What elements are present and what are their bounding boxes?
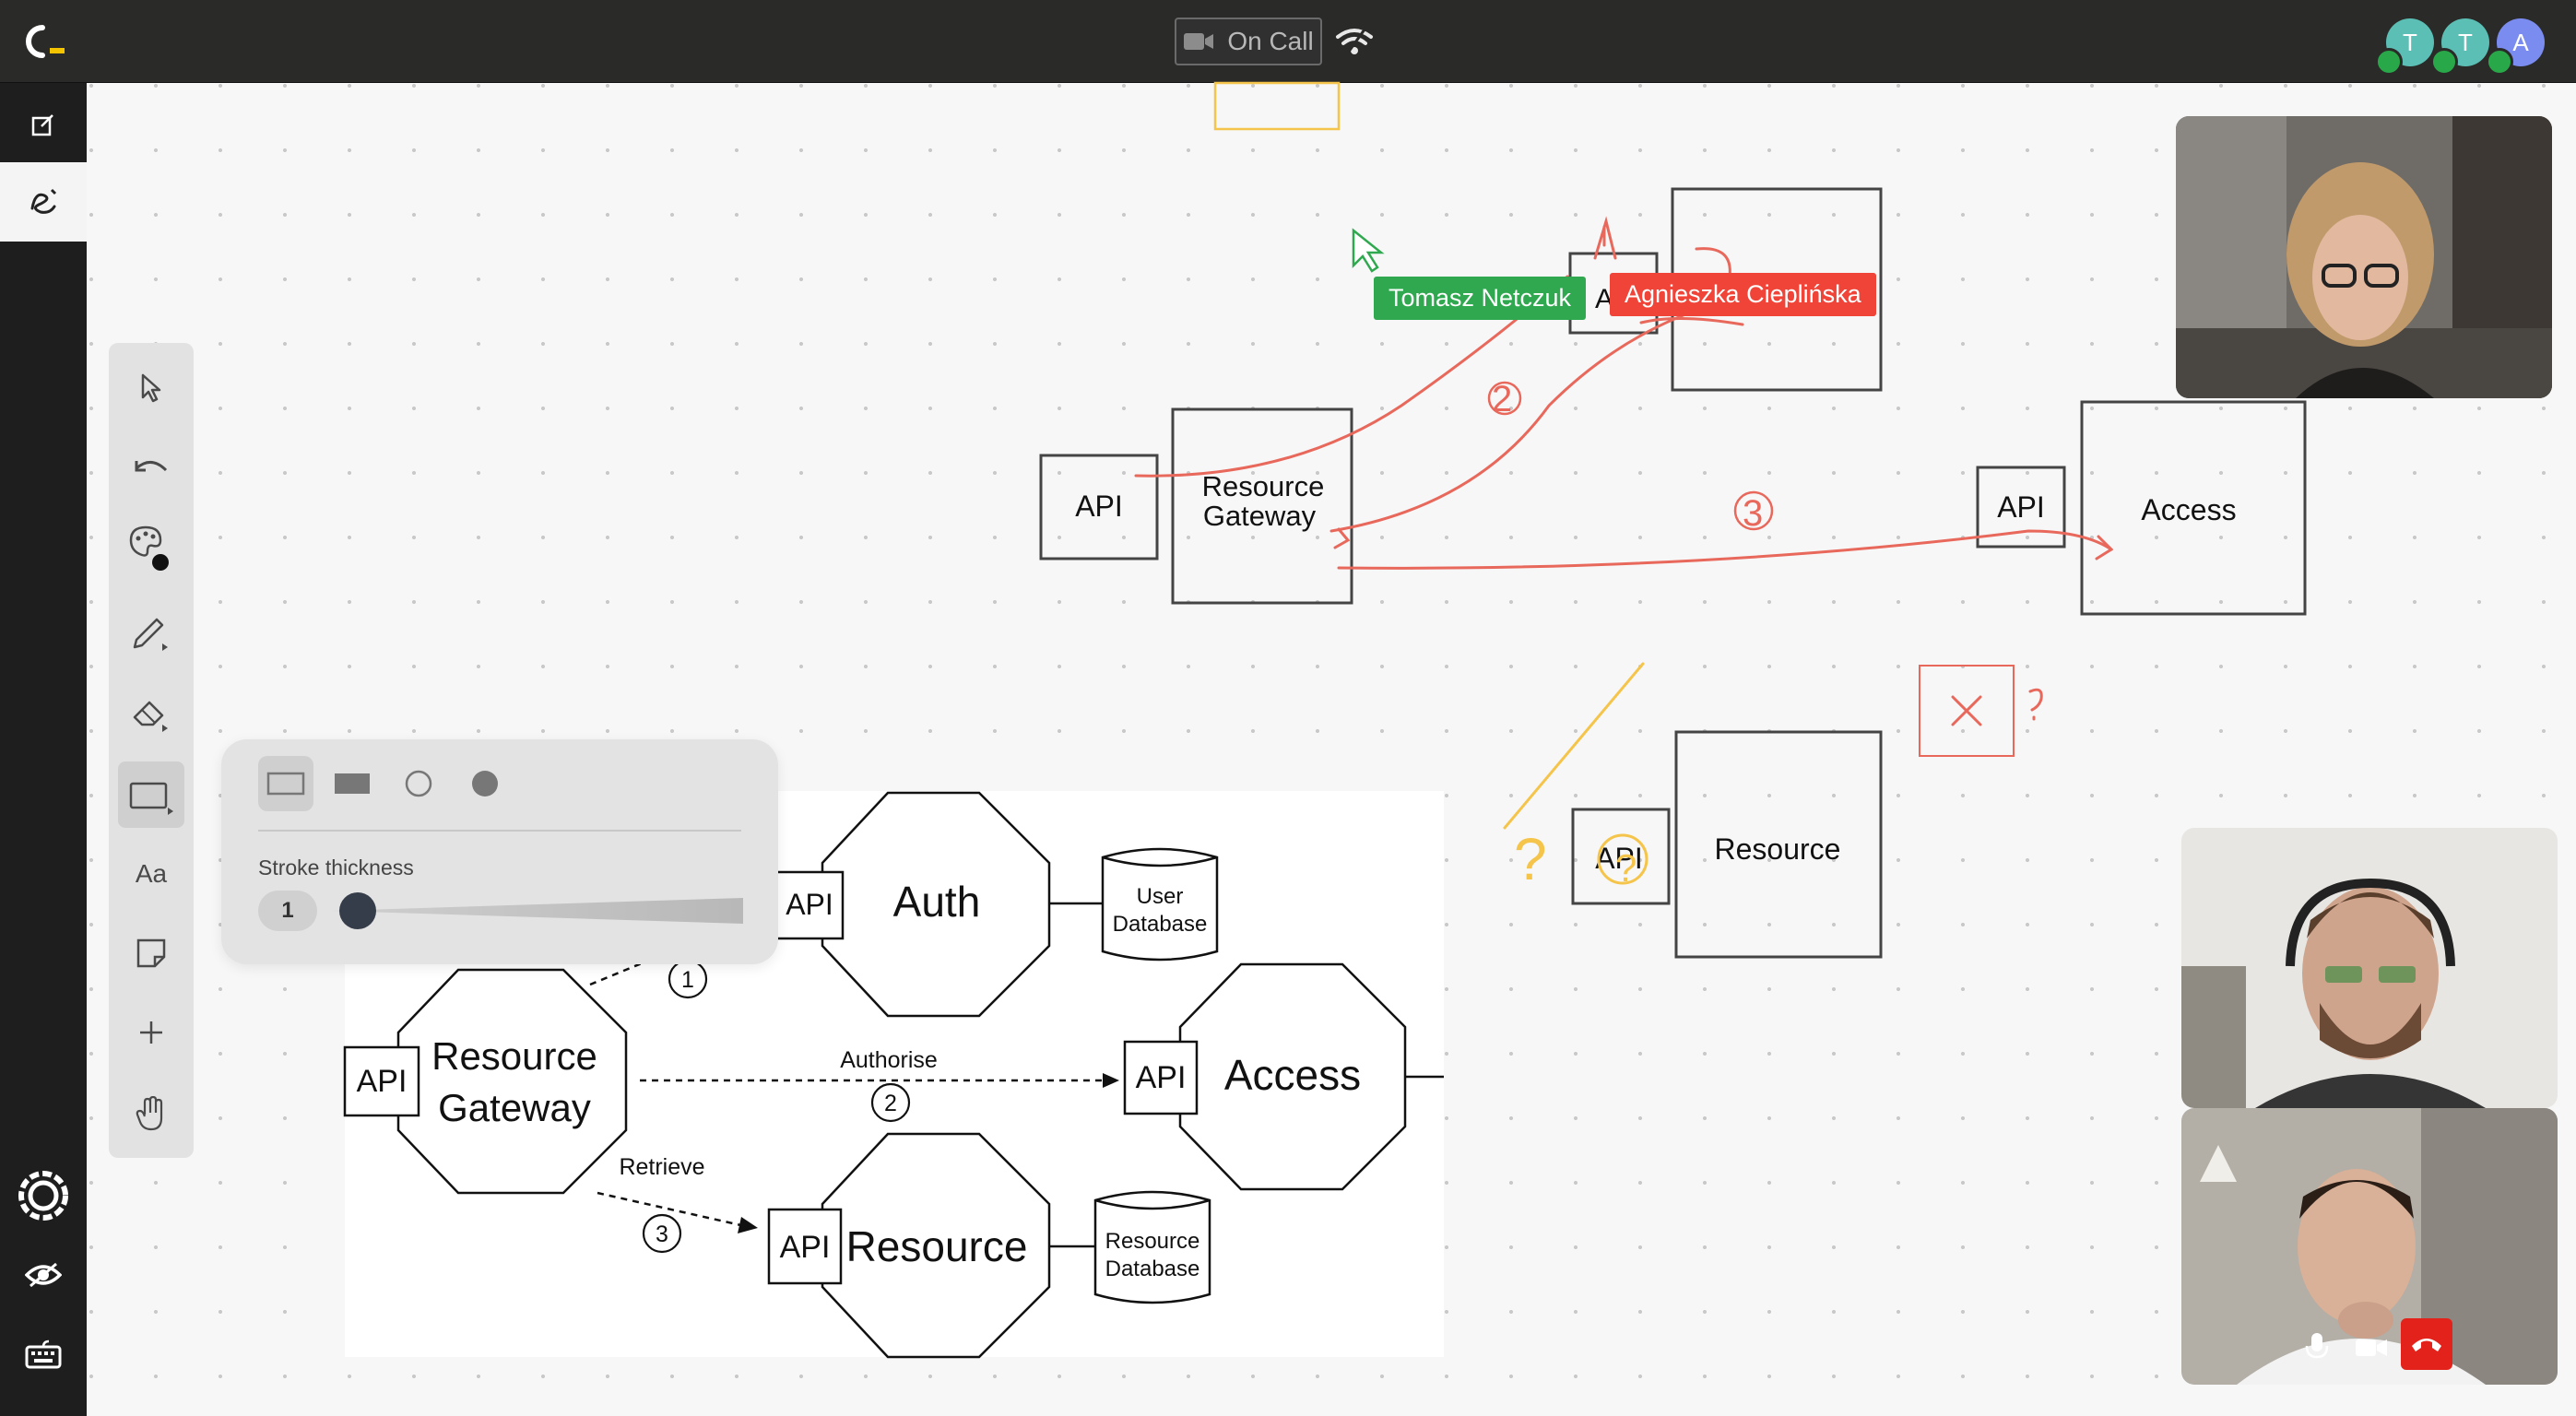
app-logo[interactable]	[17, 20, 72, 63]
retrieve-label: Retrieve	[619, 1154, 704, 1180]
participant-video-feed	[2176, 116, 2552, 398]
visibility-toggle-icon[interactable]	[0, 1235, 87, 1315]
resource-gateway-box[interactable]	[1171, 407, 1353, 605]
gateway-octagon	[396, 968, 628, 1195]
resource-database-label: Resource	[1105, 1229, 1200, 1254]
annotation-number-2: 2	[1492, 379, 1512, 419]
gateway-label: Resource	[431, 1034, 597, 1078]
api-box-label: API	[1075, 490, 1123, 523]
step-1-label: 1	[681, 967, 694, 993]
sidebar	[0, 83, 87, 1416]
on-call-indicator[interactable]: On Call	[1175, 18, 1322, 65]
access-label: Access	[1224, 1051, 1361, 1099]
cursor-name-tag: Tomasz Netczuk	[1374, 277, 1587, 320]
auth-api-label: API	[786, 888, 833, 921]
pencil-icon[interactable]	[118, 597, 184, 664]
access-box-label: Access	[2141, 493, 2236, 526]
hang-up-button[interactable]	[2401, 1318, 2452, 1370]
participant-video-feed	[2181, 1108, 2558, 1385]
participant-avatar[interactable]: T	[2441, 18, 2489, 66]
resource-box-label: Resource	[1715, 832, 1841, 866]
phone-icon	[2430, 48, 2458, 76]
whiteboard-icon[interactable]	[0, 162, 87, 242]
circle-outline-option-icon[interactable]	[391, 756, 446, 811]
rectangle-outline-option-icon[interactable]	[258, 756, 313, 811]
connection-icon[interactable]	[1335, 26, 1374, 57]
gateway-api-label: API	[357, 1064, 408, 1099]
camera-toggle-icon[interactable]	[2355, 1337, 2388, 1359]
edit-icon[interactable]	[0, 86, 87, 165]
participant-video-feed	[2181, 828, 2558, 1108]
phone-icon	[2486, 48, 2513, 76]
video-camera-icon	[1184, 33, 1214, 50]
participant-video-tomasz[interactable]	[2181, 828, 2558, 1108]
participant-video-self[interactable]	[2181, 1108, 2558, 1385]
sticky-note-icon[interactable]	[118, 920, 184, 986]
yellow-annotations[interactable]	[1503, 662, 1648, 885]
hang-up-phone-icon	[2412, 1339, 2441, 1351]
cursor-pointer-icon	[1352, 228, 1385, 273]
microphone-icon[interactable]	[2303, 1331, 2331, 1363]
resource-api-box	[767, 1208, 843, 1285]
resource-label: Resource	[846, 1222, 1028, 1270]
gateway-api-box	[343, 1045, 420, 1117]
settings-gear-icon[interactable]	[0, 1156, 87, 1235]
auth-api-box	[774, 870, 845, 940]
shape-options-panel: Stroke thickness 1	[221, 739, 778, 964]
annotation-number-3: 3	[1743, 493, 1763, 534]
cursor-name-tag: Agnieszka Cieplińska	[1610, 273, 1876, 316]
step-2-label: 2	[884, 1091, 897, 1116]
undo-icon[interactable]	[118, 435, 184, 502]
resource-database-label-2: Database	[1105, 1257, 1200, 1281]
api-box[interactable]	[1039, 454, 1159, 560]
keyboard-shortcuts-icon[interactable]	[0, 1315, 87, 1394]
resource-database-cylinder	[1093, 1190, 1211, 1304]
api-box[interactable]	[1571, 808, 1671, 905]
gateway-label-2: Gateway	[438, 1086, 591, 1129]
access-api-label: API	[1136, 1060, 1187, 1095]
user-database-label-2: Database	[1113, 912, 1208, 937]
drawing-toolbar: Aa	[109, 343, 194, 1158]
participant-video-agnieszka[interactable]	[2176, 116, 2552, 398]
hand-pan-icon[interactable]	[118, 1080, 184, 1147]
rectangle-tool-icon[interactable]	[118, 761, 184, 828]
panel-divider	[258, 830, 741, 832]
stroke-thickness-slider[interactable]	[332, 898, 743, 924]
stroke-thickness-label: Stroke thickness	[258, 856, 414, 879]
select-pointer-icon[interactable]	[118, 354, 184, 420]
phone-icon	[2375, 48, 2403, 76]
api-box[interactable]	[1976, 466, 2066, 549]
call-status-label: On Call	[1227, 27, 1314, 55]
color-palette-icon[interactable]	[118, 514, 184, 581]
annotation-circle	[1733, 490, 1774, 531]
stroke-thickness-slider-handle[interactable]	[339, 892, 376, 929]
participant-avatar[interactable]: T	[2386, 18, 2434, 66]
question-mark: ?	[1514, 826, 1547, 892]
api-box-label: API	[1997, 490, 2045, 524]
resource-gateway-label-2: Gateway	[1203, 500, 1317, 532]
user-database-label: User	[1137, 884, 1184, 909]
add-plus-icon[interactable]	[118, 999, 184, 1066]
circle-filled-option-icon[interactable]	[457, 756, 513, 811]
access-box[interactable]	[2080, 400, 2307, 616]
video-controls	[2290, 1318, 2511, 1374]
resource-gateway-label: Resource	[1202, 470, 1325, 502]
auth-label: Auth	[893, 878, 981, 926]
user-database-cylinder	[1101, 847, 1219, 962]
small-api-label: A	[1595, 284, 1613, 314]
step-3-label: 3	[656, 1221, 668, 1247]
rectangle-filled-option-icon[interactable]	[325, 756, 380, 811]
resource-box[interactable]	[1674, 730, 1883, 959]
resource-api-label: API	[780, 1230, 831, 1265]
stroke-thickness-value: 1	[258, 891, 317, 931]
top-bar: On Call T T A	[0, 0, 2576, 83]
yellow-rectangle[interactable]	[1213, 81, 1341, 131]
question-mark: ?	[1615, 846, 1637, 890]
access-api-box	[1123, 1040, 1199, 1115]
annotation-circle	[1487, 381, 1522, 416]
text-tool[interactable]: Aa	[135, 859, 168, 888]
authorise-label: Authorise	[840, 1047, 938, 1073]
eraser-icon[interactable]	[118, 678, 184, 745]
